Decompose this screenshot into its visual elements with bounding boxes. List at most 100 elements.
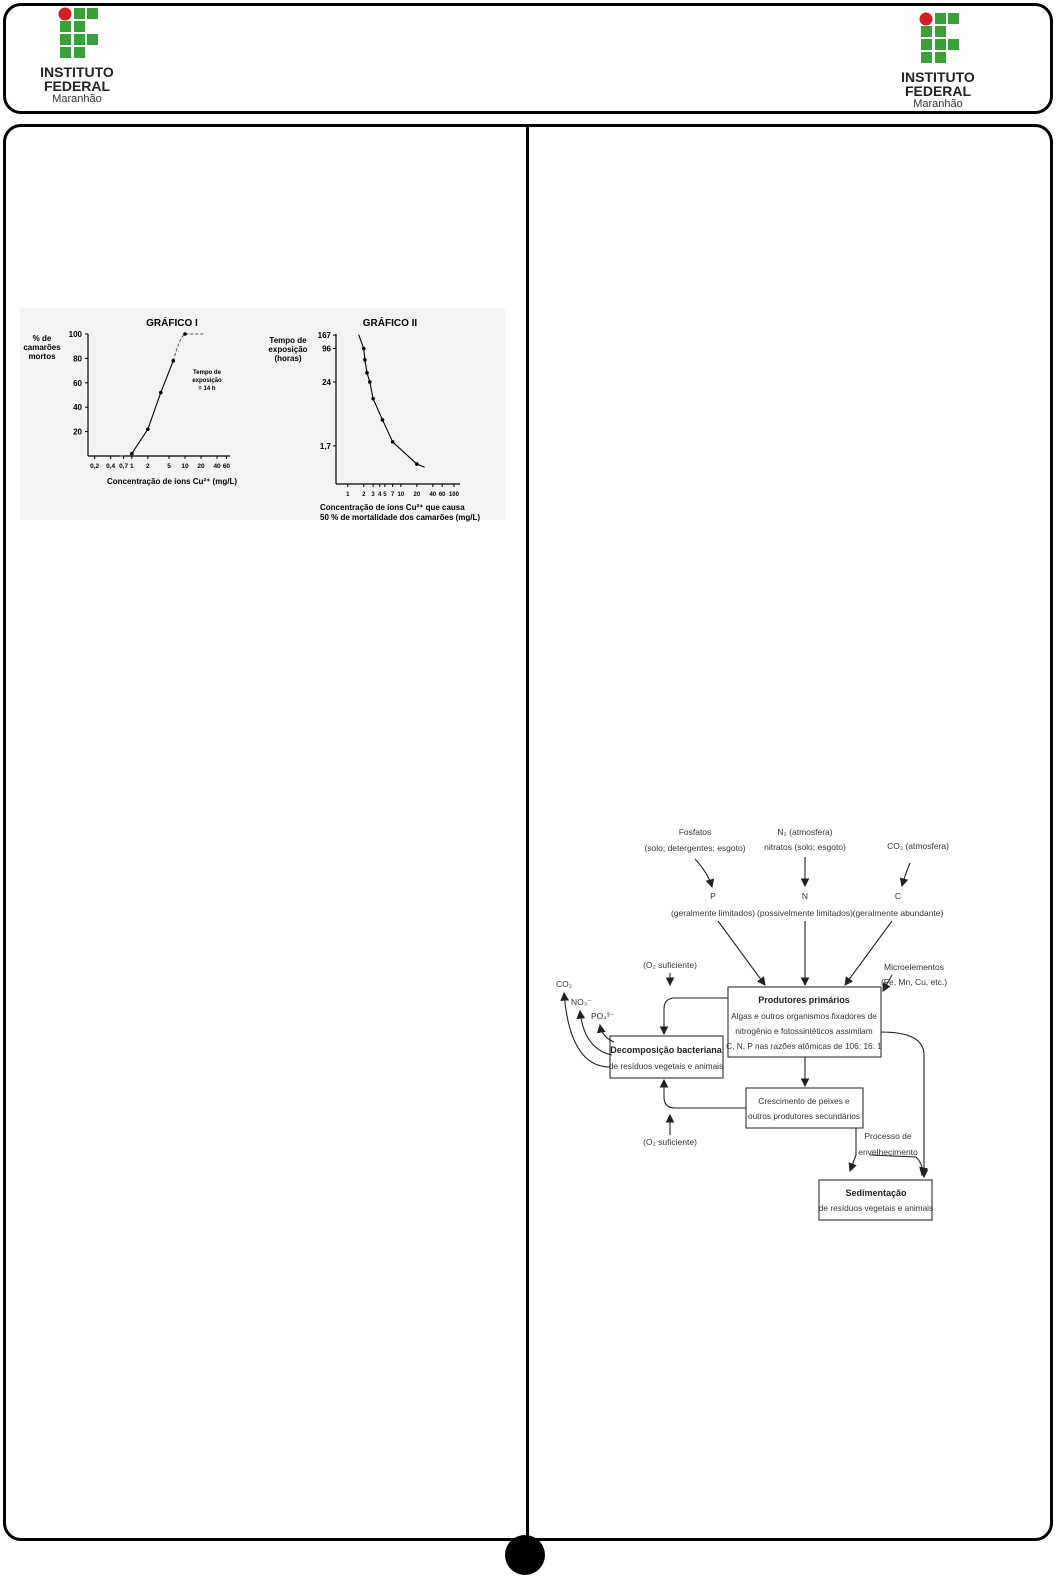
chart1-x-tick-label: 2 [146,463,150,470]
chart2-x-tick-label: 40 [429,492,436,498]
if-logo-mark-icon [919,12,959,63]
label-p-sub: (geralmente limitados) [671,908,755,918]
label-p: P [710,891,716,901]
chart1-point [171,359,176,363]
chart1-x-tick-label: 1 [130,463,134,470]
label-n: N [802,891,808,901]
chart1-point [130,451,134,456]
arrow-crescimento-sedimentacao [848,1128,857,1173]
chart1-x-tick-label: 5 [167,463,171,470]
chart2-point [371,396,375,401]
copper-toxicity-charts: GRÁFICO I % de camarões mortos 204060801… [20,308,505,522]
chart1-annotation-1: Tempo de [193,370,222,376]
box-sedimentacao-title: Sedimentação [845,1188,907,1198]
chart1-title: GRÁFICO I [146,316,198,329]
chart1-ylabel-2: camarões [23,343,61,352]
chart1-xlabel: Concentração de íons Cu²⁺ (mg/L) [107,477,237,486]
chart1-point [146,427,150,431]
arrow-produtores-decomposicao [659,997,728,1036]
chart1-y-tick-label: 60 [73,379,82,388]
chart2-x-tick-label: 5 [383,492,387,498]
chart1-point [158,390,163,395]
box-produtores-title: Produtores primários [758,995,850,1005]
chart1-x-tick-label: 10 [181,463,189,470]
label-nitratos: nitratos (solo; esgoto) [764,842,846,852]
chart1-x-tick-label: 40 [213,463,221,470]
arrow-micro-produtores [882,974,893,992]
chart2-xlabel-1: Concentração de íons Cu²⁺ que causa [320,503,465,512]
arrow-decomposicao-po4 [596,1023,615,1043]
label-o2-top: (O₂ suficiente) [643,960,697,970]
chart2-y-tick-label: 96 [322,344,331,353]
chart1-curve-high [172,333,204,361]
logo-text-federal: FEDERAL [904,83,972,99]
chart2-y-tick-label: 24 [322,378,331,387]
box-decomposicao-sub: de resíduos vegetais e animais [609,1061,723,1071]
label-po4: PO₄³⁻ [591,1011,615,1021]
label-co2: CO₂ [556,979,572,989]
chart1-ylabel-3: mortos [28,352,56,361]
chart2-ylabel-2: exposição [268,345,307,354]
logo-left: INSTITUTO FEDERAL Maranhão [32,7,122,107]
chart2-x-tick-label: 4 [378,492,382,498]
chart1-x-tick-label: 0,4 [106,463,115,470]
logo-text-federal: FEDERAL [43,78,111,94]
chart2-y-tick-label: 167 [318,331,332,340]
chart1-x-tick-label: 0,2 [90,463,99,470]
chart2-x-tick-label: 7 [391,492,395,498]
box-sedimentacao-sub: de resíduos vegetais e animais [819,1203,933,1213]
chart2-x-tick-label: 3 [371,492,375,498]
label-c-sub: (geralmente abundante) [853,908,944,918]
label-processo-1: Processo de [864,1131,912,1141]
label-microelementos: Microelementos [884,962,944,972]
label-microelementos-sub: (Fe, Mn, Cu, etc.) [881,977,947,987]
chart1-y-tick-label: 100 [69,330,83,339]
chart1-curve [131,360,174,454]
if-logo-mark-icon [58,7,98,58]
label-o2-bottom: (O₂ suficiente) [643,1137,697,1147]
arrow-co2-c [899,862,911,888]
label-processo-2: envelhecimento [858,1147,918,1157]
label-fosfatos: Fosfatos [679,827,712,837]
nutrient-cycle-diagram: Fosfatos (solo; detergentes; esgoto) N₂ … [556,827,949,1221]
logo-text-instituto: INSTITUTO [901,69,975,85]
chart2-y-tick-label: 1,7 [320,442,332,451]
box-produtores-line2: nitrogênio e fotossintéticos assimilam [735,1026,873,1036]
chart1-y-tick-label: 40 [73,403,82,412]
arrow-fosfatos-p [694,858,715,889]
chart2-point [368,380,372,384]
arrow-c-produtores [844,920,893,986]
arrow-p-produtores [717,920,766,986]
label-n2: N₂ (atmosfera) [777,827,832,837]
chart2-point [365,371,369,375]
label-co2-atm: CO₂ (atmosfera) [887,841,949,851]
arrow-processo-sedimentacao [869,1154,928,1177]
chart2-x-tick-label: 10 [398,492,405,498]
logo-right: INSTITUTO FEDERAL Maranhão [893,12,983,112]
chart1-point [183,332,187,336]
arrow-decomposicao-co2 [560,991,611,1068]
chart2-x-tick-label: 20 [414,492,421,498]
chart2-point [415,462,419,466]
label-n-sub: (possivelmente limitados) [757,908,853,918]
chart2-curve [358,334,425,468]
box-crescimento [745,1087,864,1129]
chart1-annotation-2: exposição [192,378,222,384]
box-decomposicao-title: Decomposição bacteriana [610,1045,723,1055]
chart1-x-tick-label: 0,7 [119,463,128,470]
chart2-ylabel-3: (horas) [274,354,301,363]
logo-text-maranhao: Maranhão [52,93,102,105]
page-number-badge [505,1535,545,1575]
chart1-y-tick-label: 80 [73,354,82,363]
chart2-x-tick-label: 1 [346,492,350,498]
chart2-point [380,418,385,422]
arrow-produtores-sedimentacao [880,1031,929,1179]
box-sedimentacao [818,1179,933,1221]
chart2-point [363,358,367,362]
chart2-x-tick-label: 2 [362,492,366,498]
chart1-y-tick-label: 20 [73,428,82,437]
chart2-x-tick-label: 100 [449,492,460,498]
chart2-xlabel-2: 50 % de mortalidade dos camarões (mg/L) [320,513,480,522]
